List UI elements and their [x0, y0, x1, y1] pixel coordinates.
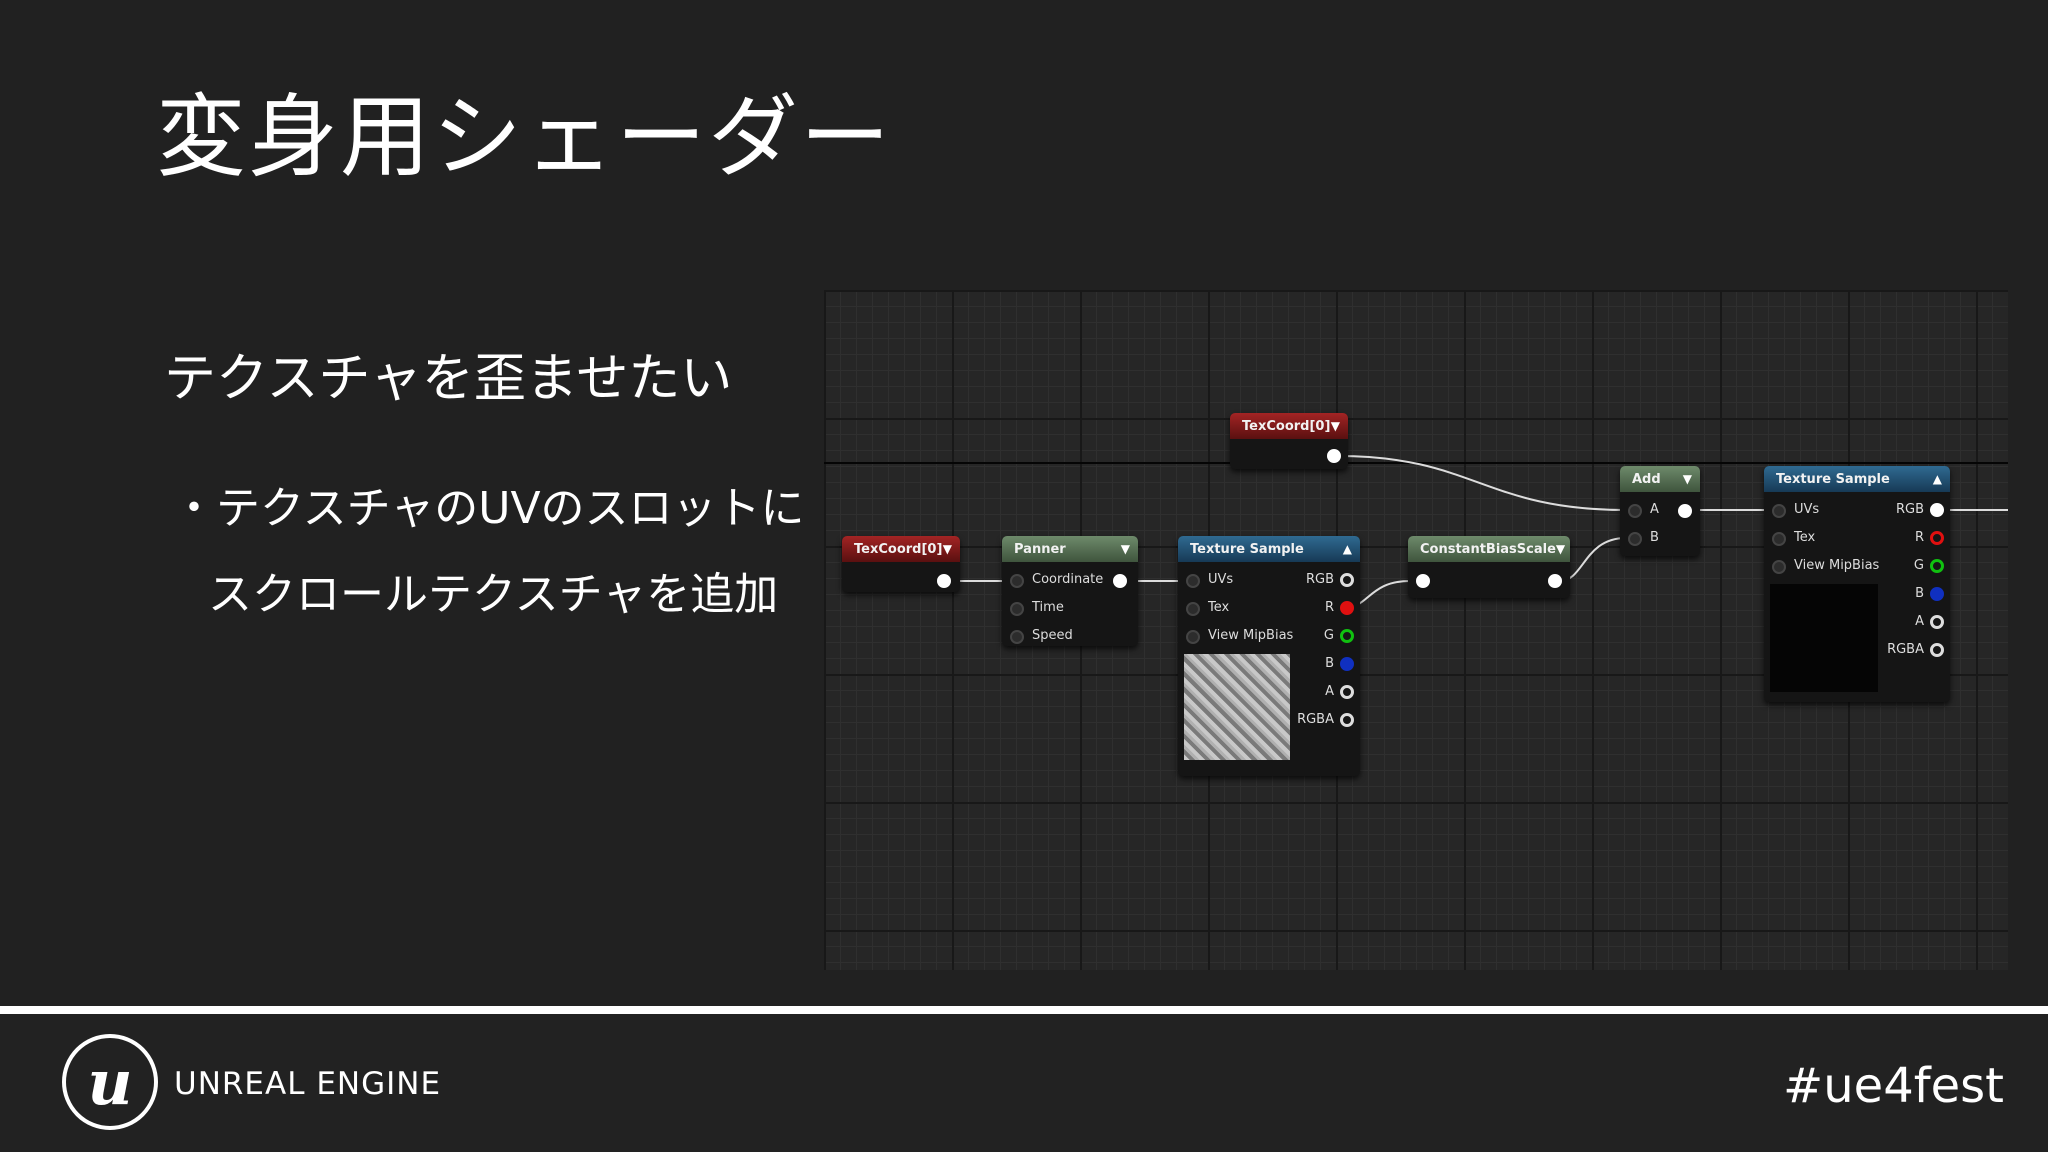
rgb-output-pin[interactable] [1340, 573, 1354, 587]
pin-label-r: R [1324, 600, 1334, 615]
node-header: Texture Sample ▲ [1178, 536, 1360, 562]
collapse-arrow-icon[interactable]: ▼ [942, 542, 952, 556]
node-title: TexCoord[0] [854, 541, 943, 557]
a-output-pin[interactable] [1340, 685, 1354, 699]
node-header: ConstantBiasScale ▼ [1408, 536, 1570, 562]
collapse-arrow-icon[interactable]: ▼ [1555, 542, 1566, 556]
tex-input-pin[interactable] [1772, 532, 1786, 546]
pin-label-b: B [1915, 586, 1924, 601]
add-node[interactable]: Add ▼ A B [1620, 466, 1700, 556]
slide-heading: テクスチャを歪ませたい [164, 349, 733, 409]
texture-sample-node-2[interactable]: Texture Sample ▲ UVs Tex View MipBias RG… [1764, 466, 1950, 702]
g-output-pin[interactable] [1930, 559, 1944, 573]
b-output-pin[interactable] [1340, 657, 1354, 671]
r-output-pin[interactable] [1930, 531, 1944, 545]
g-output-pin[interactable] [1340, 629, 1354, 643]
output-pin[interactable] [937, 574, 951, 588]
pin-label-uvs: UVs [1208, 572, 1234, 587]
bullet-line-1: ・テクスチャのUVのスロットに [172, 483, 805, 534]
r-output-pin[interactable] [1340, 601, 1354, 615]
rgb-output-pin[interactable] [1930, 503, 1944, 517]
noise-texture-preview [1184, 654, 1290, 760]
rgba-output-pin[interactable] [1930, 643, 1944, 657]
node-header: Texture Sample ▲ [1764, 466, 1950, 492]
constant-bias-scale-node[interactable]: ConstantBiasScale ▼ [1408, 536, 1570, 598]
node-title: Panner [1014, 541, 1066, 557]
pin-label-a: A [1650, 502, 1659, 517]
footer-bar [0, 1014, 2048, 1152]
pin-label-uvs: UVs [1794, 502, 1820, 517]
node-title: ConstantBiasScale [1420, 541, 1556, 557]
uvs-input-pin[interactable] [1772, 504, 1786, 518]
mipbias-input-pin[interactable] [1772, 560, 1786, 574]
pin-label-rgba: RGBA [1297, 712, 1334, 727]
pin-label-b: B [1650, 530, 1659, 545]
time-input-pin[interactable] [1010, 602, 1024, 616]
pin-label-time: Time [1032, 600, 1064, 615]
texture-sample-node-1[interactable]: Texture Sample ▲ UVs Tex View MipBias RG… [1178, 536, 1360, 776]
node-header: Add ▼ [1620, 466, 1700, 492]
node-header: TexCoord[0] ▼ [1230, 413, 1348, 439]
texcoord-node-left[interactable]: TexCoord[0] ▼ [842, 536, 960, 592]
rgba-output-pin[interactable] [1340, 713, 1354, 727]
panner-node[interactable]: Panner ▼ Coordinate Time Speed [1002, 536, 1138, 646]
pin-label-speed: Speed [1032, 628, 1073, 643]
footer-divider [0, 1006, 2048, 1014]
pin-label-tex: Tex [1794, 530, 1816, 545]
coordinate-input-pin[interactable] [1010, 574, 1024, 588]
mipbias-input-pin[interactable] [1186, 630, 1200, 644]
output-pin[interactable] [1548, 574, 1562, 588]
tex-input-pin[interactable] [1186, 602, 1200, 616]
uvs-input-pin[interactable] [1186, 574, 1200, 588]
event-hashtag: #ue4fest [1783, 1058, 2004, 1114]
wire-texcoord-add [1337, 455, 1627, 511]
pin-label-g: G [1323, 628, 1334, 643]
speed-input-pin[interactable] [1010, 630, 1024, 644]
pin-label-rgb: RGB [1305, 572, 1334, 587]
slide-title: 変身用シェーダー [156, 85, 892, 190]
pin-label-r: R [1914, 530, 1924, 545]
collapse-arrow-icon[interactable]: ▼ [1120, 542, 1130, 556]
node-title: Texture Sample [1190, 541, 1304, 557]
pin-label-a: A [1915, 614, 1924, 629]
pin-label-view-mipbias: View MipBias [1794, 558, 1880, 573]
bullet-line-2: スクロールテクスチャを追加 [208, 569, 779, 620]
input-pin[interactable] [1416, 574, 1430, 588]
a-input-pin[interactable] [1628, 504, 1642, 518]
unreal-logo-icon: u [62, 1034, 158, 1130]
a-output-pin[interactable] [1930, 615, 1944, 629]
pin-label-coordinate: Coordinate [1032, 572, 1104, 587]
node-title: Add [1632, 471, 1661, 487]
collapse-arrow-icon[interactable]: ▼ [1682, 472, 1692, 486]
pin-label-rgba: RGBA [1887, 642, 1924, 657]
pin-label-view-mipbias: View MipBias [1208, 628, 1294, 643]
empty-texture-preview [1770, 584, 1878, 692]
b-output-pin[interactable] [1930, 587, 1944, 601]
node-title: TexCoord[0] [1242, 418, 1331, 434]
expand-arrow-icon[interactable]: ▲ [1932, 472, 1942, 486]
output-pin[interactable] [1678, 504, 1692, 518]
expand-arrow-icon[interactable]: ▲ [1342, 542, 1352, 556]
output-pin[interactable] [1327, 449, 1341, 463]
material-graph-panel[interactable]: TexCoord[0] ▼ TexCoord[0] ▼ Panner ▼ Coo… [824, 290, 2008, 970]
pin-label-g: G [1913, 558, 1924, 573]
pin-label-a: A [1325, 684, 1334, 699]
texcoord-node-top[interactable]: TexCoord[0] ▼ [1230, 413, 1348, 469]
brand-name: UNREAL ENGINE [174, 1066, 442, 1102]
pin-label-tex: Tex [1208, 600, 1230, 615]
node-header: TexCoord[0] ▼ [842, 536, 960, 562]
b-input-pin[interactable] [1628, 532, 1642, 546]
pin-label-b: B [1325, 656, 1334, 671]
output-pin[interactable] [1113, 574, 1127, 588]
collapse-arrow-icon[interactable]: ▼ [1330, 419, 1340, 433]
node-title: Texture Sample [1776, 471, 1890, 487]
pin-label-rgb: RGB [1895, 502, 1924, 517]
node-header: Panner ▼ [1002, 536, 1138, 562]
